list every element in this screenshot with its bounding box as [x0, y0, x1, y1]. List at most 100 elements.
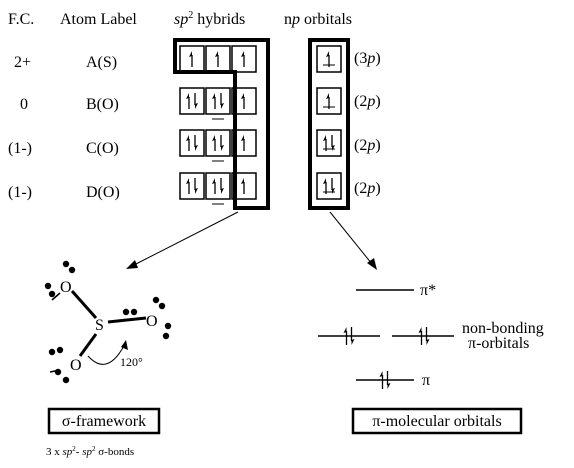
lone-pair-dot-9	[122, 308, 130, 316]
pi-label-text: π-molecular orbitals	[372, 413, 501, 430]
hybrid-r4-c1-box	[179, 172, 205, 200]
pi-mo-label: π-molecular orbitals	[351, 407, 523, 435]
bond-s-o-right	[107, 316, 147, 324]
header-np-orbitals: np orbitals	[284, 11, 352, 28]
atom-o-right: O	[146, 313, 158, 330]
bond-s-o-top	[70, 290, 98, 319]
np-r1-electron-up-head	[326, 51, 329, 57]
angle-arc-head	[121, 340, 128, 350]
lone-pair-dot-8	[162, 332, 170, 340]
row-d-fc: (1-)	[8, 184, 32, 201]
hybrid-r2-c2-electron-up-head	[212, 93, 215, 99]
sigma-framework-label: σ-framework 3 x sp2- sp2 σ-bonds	[46, 407, 161, 458]
hybrid-r3-c1-box	[179, 129, 205, 157]
row-a-atom: A(S)	[86, 54, 117, 71]
arrow-to-sigma-head	[126, 260, 138, 269]
column-headers: F.C. Atom Label sp2 hybrids np orbitals	[8, 10, 352, 28]
np-r4-electron-down-head	[332, 188, 335, 194]
lone-pair-dot-10	[130, 308, 138, 316]
lone-pair-dot-11	[48, 348, 56, 356]
sigma-hybrid-frame	[173, 38, 270, 210]
hybrid-r4-c2-electron-up-head	[212, 178, 215, 184]
np-label-row-a: (3p)	[354, 50, 381, 67]
header-np-p: p	[291, 11, 300, 28]
np-label-row-c: (2p)	[354, 137, 381, 154]
hybrid-r3-c2-electron-up-head	[212, 135, 215, 141]
np-r2-electron-up-head	[326, 93, 329, 99]
nonbonding-label-2: π-orbitals	[468, 335, 529, 352]
header-hybrid-rest: hybrids	[193, 11, 245, 28]
np-label-row-d: (2p)	[354, 180, 381, 197]
hybrid-r4-c1-electron-down-head	[195, 188, 198, 194]
lone-pair-dot-1	[62, 260, 70, 268]
bonding-pair-up-head	[379, 371, 383, 377]
lone-pairs	[44, 260, 172, 384]
hybrid-r4-c2-box	[205, 172, 231, 200]
hybrid-r2-c3-electron-up-head	[241, 93, 244, 99]
hybrid-r2-c1-electron-up-head	[186, 93, 189, 99]
row-b-fc: 0	[20, 96, 28, 113]
header-fc: F.C.	[8, 11, 34, 28]
np-r4-electron-up-head	[323, 178, 326, 184]
hybrid-r1-c3-box	[231, 45, 257, 73]
hybrid-orbital-grid	[179, 45, 257, 205]
pi-star-label: π*	[420, 282, 436, 299]
hybrid-r4-c3-electron-up-head	[241, 178, 244, 184]
header-hybrid-sup: 2	[188, 10, 193, 21]
np-labels: (3p) (2p) (2p) (2p)	[354, 50, 381, 197]
hybrid-r3-c1-electron-up-head	[186, 135, 189, 141]
hybrid-r3-c2-electron-down-head	[221, 145, 224, 151]
bonding-pair-down-head	[387, 383, 391, 389]
lone-pair-dot-6	[158, 302, 166, 310]
angle-label: 120°	[120, 355, 143, 369]
header-hybrids: sp2 hybrids	[174, 10, 245, 28]
sigma-caption: 3 x sp2- sp2 σ-bonds	[46, 445, 134, 458]
arrow-to-pi	[329, 211, 373, 265]
hybrid-r3-c1-electron-down-head	[195, 145, 198, 151]
np-r3-box	[316, 129, 342, 157]
bond-s-o-bottom	[78, 333, 98, 357]
pi-label-box	[351, 407, 523, 435]
atom-s: S	[95, 317, 104, 334]
nonbonding-1-pair-up-head	[343, 327, 347, 333]
header-np-rest: orbitals	[300, 11, 352, 28]
nonbonding-2-pair-up-head	[418, 327, 422, 333]
pi-bonding-label: π	[422, 372, 430, 389]
hybrid-r4-c2-electron-down-head	[221, 188, 224, 194]
sigma-label-text: σ-framework	[62, 413, 146, 430]
o-top-stub	[51, 292, 61, 301]
lone-pair-dot-12	[56, 346, 64, 354]
hybrid-r2-c2-electron-down-head	[221, 103, 224, 109]
lone-pair-dot-5	[152, 296, 160, 304]
lone-pair-dot-7	[164, 322, 172, 330]
np-r3-electron-up-head	[323, 135, 326, 141]
arrow-to-pi-head	[367, 258, 377, 270]
hybrid-r3-c3-electron-up-head	[241, 135, 244, 141]
header-hybrid-sp: sp	[174, 11, 188, 28]
hybrid-r2-c2-box	[205, 87, 231, 115]
row-c-atom: C(O)	[86, 140, 119, 157]
sigma-label-box	[47, 407, 161, 435]
row-d-atom: D(O)	[86, 184, 120, 201]
lone-pair-dot-4	[48, 290, 56, 298]
nonbonding-label-1: non-bonding	[462, 320, 544, 337]
np-orbital-grid	[316, 45, 342, 200]
row-c-fc: (1-)	[8, 140, 32, 157]
np-r2-box	[316, 87, 342, 115]
mo-electrons	[343, 327, 430, 389]
hybrid-r2-c1-box	[179, 87, 205, 115]
row-a-fc: 2+	[14, 54, 31, 71]
hybrid-r1-c2-electron-up-head	[215, 51, 218, 57]
header-atom-label: Atom Label	[60, 11, 137, 28]
np-r3-electron-down-head	[332, 145, 335, 151]
atom-o-bottom: O	[70, 357, 82, 374]
hybrid-r4-c3-box	[231, 172, 257, 200]
pointer-arrows	[126, 211, 377, 270]
pi-mo-diagram: π* non-bonding π-orbitals π	[318, 282, 544, 389]
o-bottom-stub	[49, 369, 61, 373]
row-b-atom: B(O)	[86, 96, 119, 113]
header-np-n: n	[284, 11, 292, 28]
pi-np-frame	[308, 38, 350, 210]
